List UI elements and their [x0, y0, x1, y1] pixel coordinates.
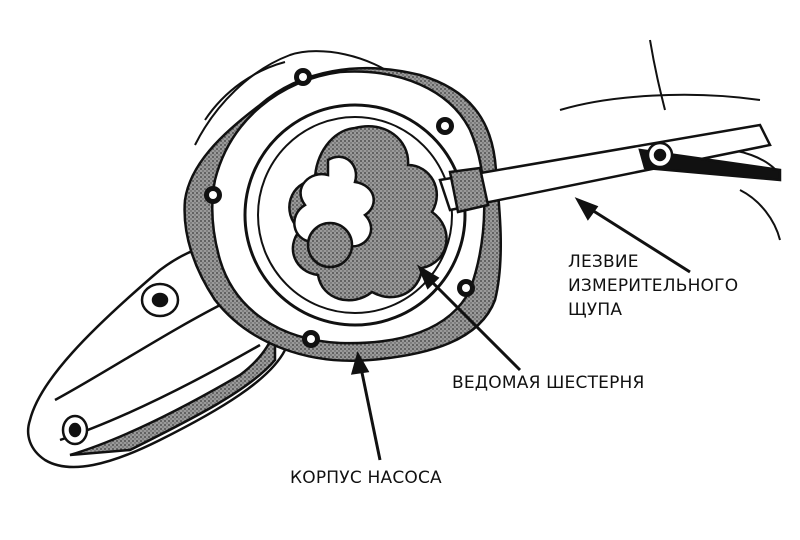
feeler-blade-label-line-1: ЛЕЗВИЕ: [568, 252, 639, 272]
leader-lines: [350, 197, 691, 461]
driven-gear: [288, 125, 448, 302]
pump-housing-label: КОРПУС НАСОСА: [290, 468, 442, 488]
background-sketch: [194, 39, 781, 241]
feeler-gauge-blade: [438, 123, 782, 214]
feeler-blade-label: ЛЕЗВИЕ ИЗМЕРИТЕЛЬНОГО ЩУПА: [568, 250, 738, 322]
feeler-blade-label-line-3: ЩУПА: [568, 300, 623, 320]
driven-gear-label: ВЕДОМАЯ ШЕСТЕРНЯ: [452, 373, 645, 393]
feeler-blade-label-line-2: ИЗМЕРИТЕЛЬНОГО: [568, 276, 739, 296]
bolt-holes: [204, 68, 475, 348]
